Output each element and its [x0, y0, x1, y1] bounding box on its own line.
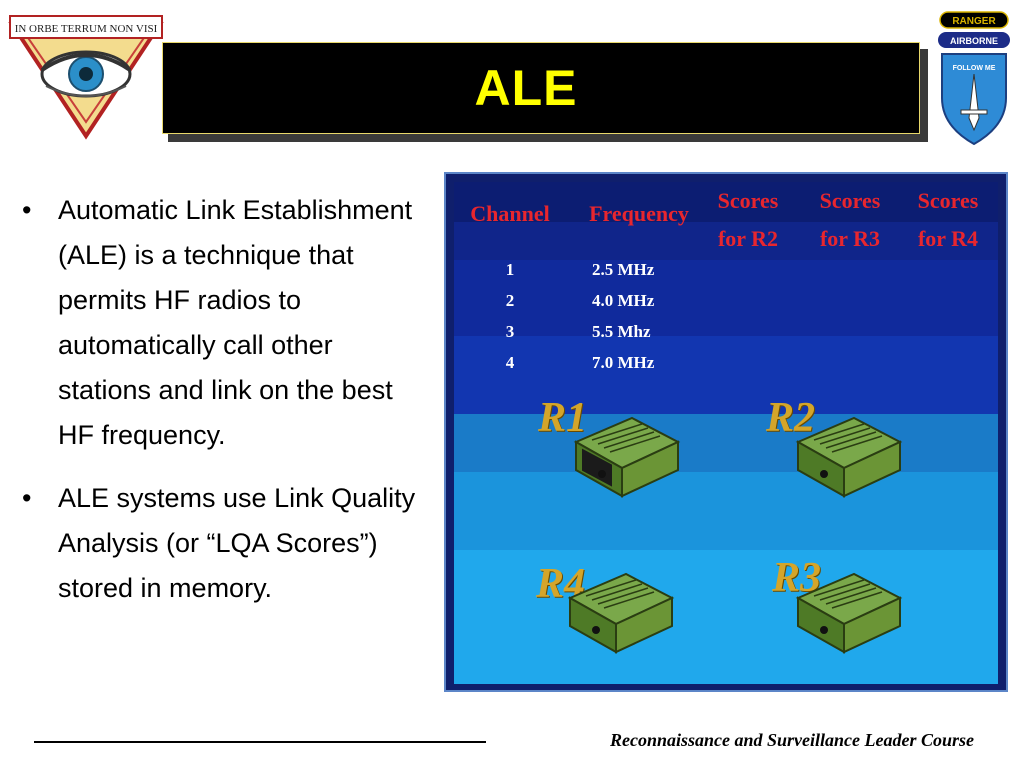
ale-diagram-panel: Channel Frequency Scores for R2 Scores f… — [444, 172, 1008, 692]
row-channel: 3 — [505, 322, 515, 341]
row-frequency: 5.5 Mhz — [592, 322, 651, 341]
hf-radio-icon — [573, 416, 681, 498]
follow-me-shield-icon: RANGER AIRBORNE FOLLOW ME — [938, 11, 1010, 146]
row-frequency: 7.0 MHz — [592, 353, 655, 372]
page-title: ALE — [474, 60, 578, 116]
footer-rule — [34, 741, 486, 743]
ranger-tab-text: RANGER — [952, 16, 996, 27]
emblem-ring-text: IN ORBE TERRUM NON VISI — [15, 23, 158, 35]
bullet-list: • Automatic Link Establishment (ALE) is a… — [20, 188, 420, 629]
header-scores-r4: Scores for R4 — [917, 188, 979, 251]
row-channel: 2 — [505, 291, 515, 310]
footer-course-title: Reconnaissance and Surveillance Leader C… — [609, 730, 974, 750]
title-bar: ALE — [162, 42, 920, 134]
header-frequency: Frequency — [589, 201, 689, 226]
bullet-item: • ALE systems use Link Quality Analysis (… — [20, 476, 420, 611]
radio-label-r1: R1 — [538, 395, 588, 441]
hf-radio-icon — [795, 416, 903, 498]
header-channel: Channel — [470, 201, 550, 226]
unit-emblem-icon: IN ORBE TERRUM NON VISI — [8, 15, 164, 140]
row-frequency: 4.0 MHz — [592, 291, 655, 310]
row-frequency: 2.5 MHz — [592, 260, 655, 279]
row-channel: 1 — [505, 260, 515, 279]
bullet-item: • Automatic Link Establishment (ALE) is a… — [20, 188, 420, 458]
hf-radio-icon — [567, 572, 675, 654]
header-scores-r2: Scores for R2 — [717, 188, 779, 251]
row-channel: 4 — [505, 353, 515, 372]
bullet-dot-icon: • — [22, 483, 32, 513]
bullet-text: ALE systems use Link Quality Analysis (o… — [58, 483, 416, 603]
bullet-dot-icon: • — [22, 195, 32, 225]
radio-label-r2: R2 — [766, 395, 816, 441]
hf-radio-icon — [795, 572, 903, 654]
header-scores-r3: Scores for R3 — [819, 188, 881, 251]
shield-motto-text: FOLLOW ME — [953, 65, 996, 72]
airborne-tab-text: AIRBORNE — [950, 36, 998, 46]
bullet-text: Automatic Link Establishment (ALE) is a … — [58, 195, 413, 450]
